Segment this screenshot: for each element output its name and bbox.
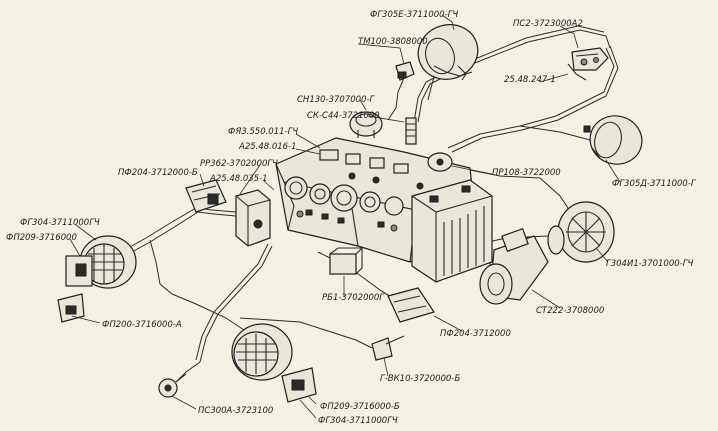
label-a25-016: А25.48.016-1 bbox=[238, 142, 297, 152]
label-rr362: РР362-3702000ГЧ bbox=[200, 159, 278, 169]
label-rb1: РБ1-3702000Г bbox=[322, 293, 385, 303]
headlight-fg305e bbox=[417, 24, 479, 81]
label-25-48-247: 25.48.247-1 bbox=[504, 75, 556, 85]
label-fp209-bottom: ФП209-3716000-Б bbox=[320, 402, 400, 412]
sidelight-pf204-right bbox=[387, 287, 435, 323]
leader-lines bbox=[69, 14, 621, 419]
relay-ps2 bbox=[567, 47, 609, 81]
fuse-pr108 bbox=[427, 152, 453, 172]
starter-st222 bbox=[479, 227, 549, 305]
label-tm100: ТМ100-3808000 bbox=[358, 37, 428, 47]
label-sn130: СН130-3707000-Г bbox=[297, 95, 376, 105]
label-fg305d: ФГ305Д-3711000-Г bbox=[612, 179, 697, 189]
foglight-fp209-bottom bbox=[281, 367, 317, 403]
generator-g304 bbox=[547, 201, 615, 263]
label-g-vk10: Г-ВК10-3720000-Б bbox=[380, 374, 460, 384]
switch-g-vk10 bbox=[371, 335, 405, 361]
switch-tm100 bbox=[395, 61, 415, 81]
label-pf204-right: ПФ204-3712000 bbox=[440, 329, 511, 339]
plug-sk-s44 bbox=[405, 117, 417, 145]
label-pf204-top: ПФ204-3712000-Б bbox=[118, 168, 198, 178]
label-a25-035: А25.48.035-1 bbox=[209, 174, 268, 184]
lamp-fp200 bbox=[57, 293, 85, 323]
sensor-sn130 bbox=[349, 111, 383, 138]
label-st222: СТ222-3708000 bbox=[536, 306, 604, 316]
headlight-fg304-bottom bbox=[231, 323, 293, 381]
label-g304: Г304И1-3701000-ГЧ bbox=[606, 259, 693, 269]
label-pr108: ПР108-3722000 bbox=[492, 168, 561, 178]
sidelight-pf204-top bbox=[185, 179, 227, 213]
regulator-rr362 bbox=[235, 189, 271, 247]
label-fp209-left: ФП209-3716000 bbox=[6, 233, 77, 243]
label-fg304-left: ФГ304-3711000ГЧ bbox=[20, 218, 100, 228]
foglight-fp209-left bbox=[65, 255, 93, 287]
label-sk-s44: СК-С44-3721000 bbox=[307, 111, 380, 121]
label-fp200: ФП200-3716000-А bbox=[102, 320, 182, 330]
label-fya: ФЯЗ.550.011-ГЧ bbox=[228, 127, 298, 137]
horn-ps300 bbox=[158, 373, 187, 398]
label-fg304-bottom: ФГ304-3711000ГЧ bbox=[318, 416, 398, 426]
label-fg305e: ФГ305Е-3711000-ГЧ bbox=[370, 10, 458, 20]
relay-rb1 bbox=[329, 247, 364, 275]
battery bbox=[411, 179, 493, 283]
label-ps2: ПС2-3723000А2 bbox=[513, 19, 583, 29]
headlight-fg305d bbox=[583, 115, 643, 165]
label-ps300: ПС300А-3723100 bbox=[198, 406, 273, 416]
labels: ФГ305Е-3711000-ГЧ ТМ100-3808000 ПС2-3723… bbox=[6, 10, 697, 426]
